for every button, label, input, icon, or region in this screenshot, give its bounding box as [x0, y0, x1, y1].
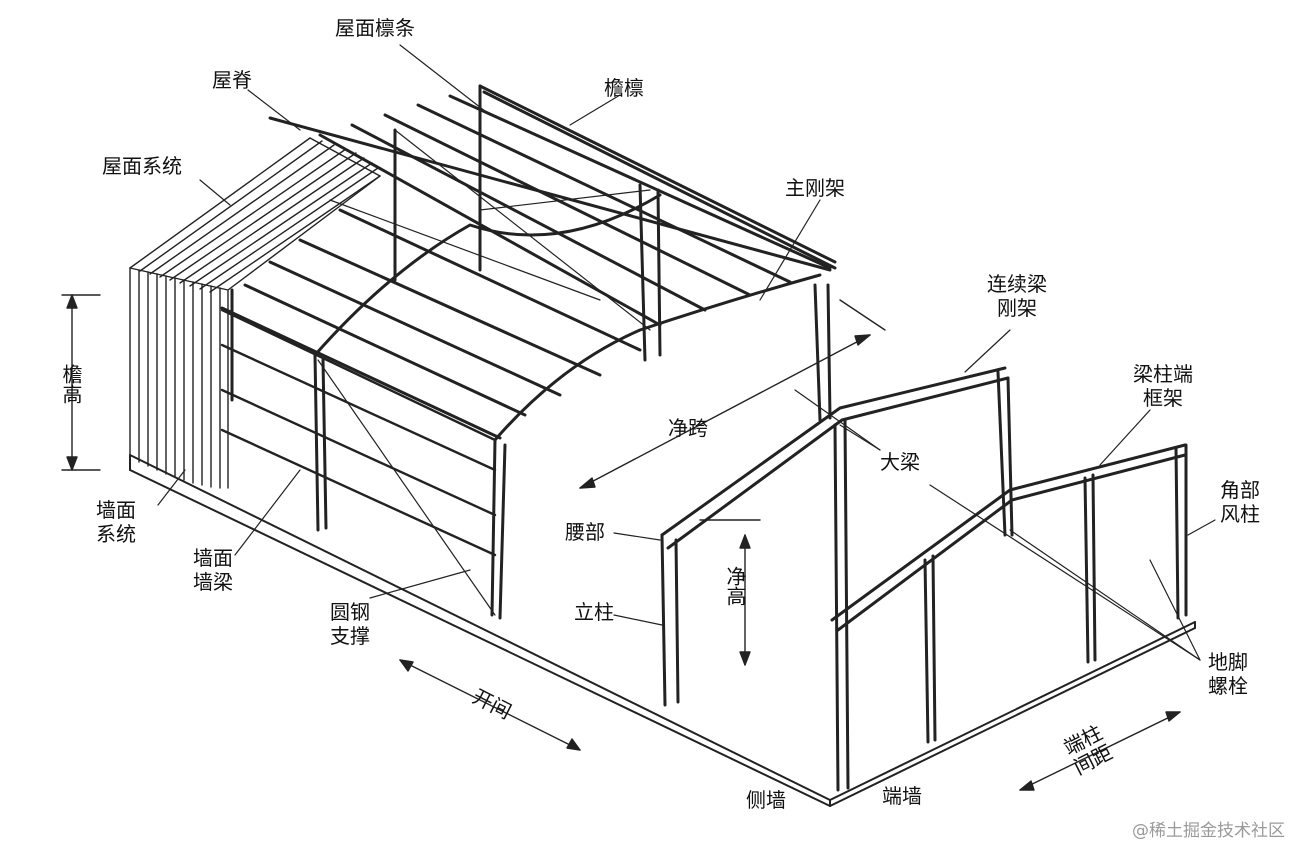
gable-wall-cladding: [129, 267, 229, 489]
label-wall-system-line2: 系统: [96, 522, 136, 546]
label-rod-bracing-line2: 支撑: [330, 624, 370, 648]
label-roof-purlin: 屋面檩条: [335, 16, 415, 40]
label-eave-purlin: 檐檩: [604, 76, 644, 100]
label-roof-system: 屋面系统: [102, 154, 182, 178]
leader-lines: [157, 44, 1216, 661]
end-frame: [830, 443, 1188, 744]
label-clear-span: 净跨: [668, 416, 708, 440]
label-eave-height: 檐高: [59, 364, 83, 404]
label-continuous-beam-frame: 连续梁 刚架: [982, 272, 1052, 320]
watermark: @稀土掘金技术社区: [1132, 821, 1285, 841]
label-beam-column-end-frame: 梁柱端 框架: [1128, 362, 1198, 410]
label-end-wall: 端墙: [882, 784, 922, 808]
label-wall-system-line1: 墙面: [96, 498, 136, 522]
label-side-wall: 侧墙: [746, 788, 786, 812]
label-continuous-beam-frame-line2: 刚架: [997, 296, 1037, 320]
label-column: 立柱: [574, 600, 614, 624]
main-rigid-frame: [230, 84, 832, 620]
wall-girts: [220, 308, 497, 557]
roof-cladding: [129, 137, 381, 293]
label-ridge: 屋脊: [212, 68, 252, 92]
continuous-beam-frame: [660, 366, 1014, 792]
label-beam-column-end-frame-line2: 框架: [1143, 386, 1183, 410]
label-continuous-beam-frame-line1: 连续梁: [987, 272, 1047, 296]
label-rod-bracing-line1: 圆钢: [330, 600, 370, 624]
ground-outline: [129, 454, 1196, 807]
rod-bracing: [317, 129, 651, 616]
label-wall-girt-line1: 墙面: [193, 546, 233, 570]
label-anchor-bolt-line1: 地脚: [1208, 650, 1248, 674]
label-main-frame: 主刚架: [785, 176, 845, 200]
label-corner-wind-column-line1: 角部: [1220, 478, 1260, 502]
label-beam-column-end-frame-line1: 梁柱端: [1133, 362, 1193, 386]
label-corner-wind-column: 角部 风柱: [1212, 478, 1268, 526]
label-rod-bracing: 圆钢 支撑: [322, 600, 378, 648]
dimension-lines: [61, 294, 1181, 791]
label-main-beam: 大梁: [880, 450, 920, 474]
label-anchor-bolt: 地脚 螺栓: [1200, 650, 1256, 698]
label-wall-system: 墙面 系统: [88, 498, 144, 546]
label-corner-wind-column-line2: 风柱: [1220, 502, 1260, 526]
label-wall-girt: 墙面 墙梁: [185, 546, 241, 594]
label-clear-height: 净高: [723, 566, 747, 606]
label-haunch: 腰部: [565, 520, 605, 544]
eave-purlin: [478, 84, 837, 270]
label-wall-girt-line2: 墙梁: [193, 570, 233, 594]
label-anchor-bolt-line2: 螺栓: [1208, 674, 1248, 698]
